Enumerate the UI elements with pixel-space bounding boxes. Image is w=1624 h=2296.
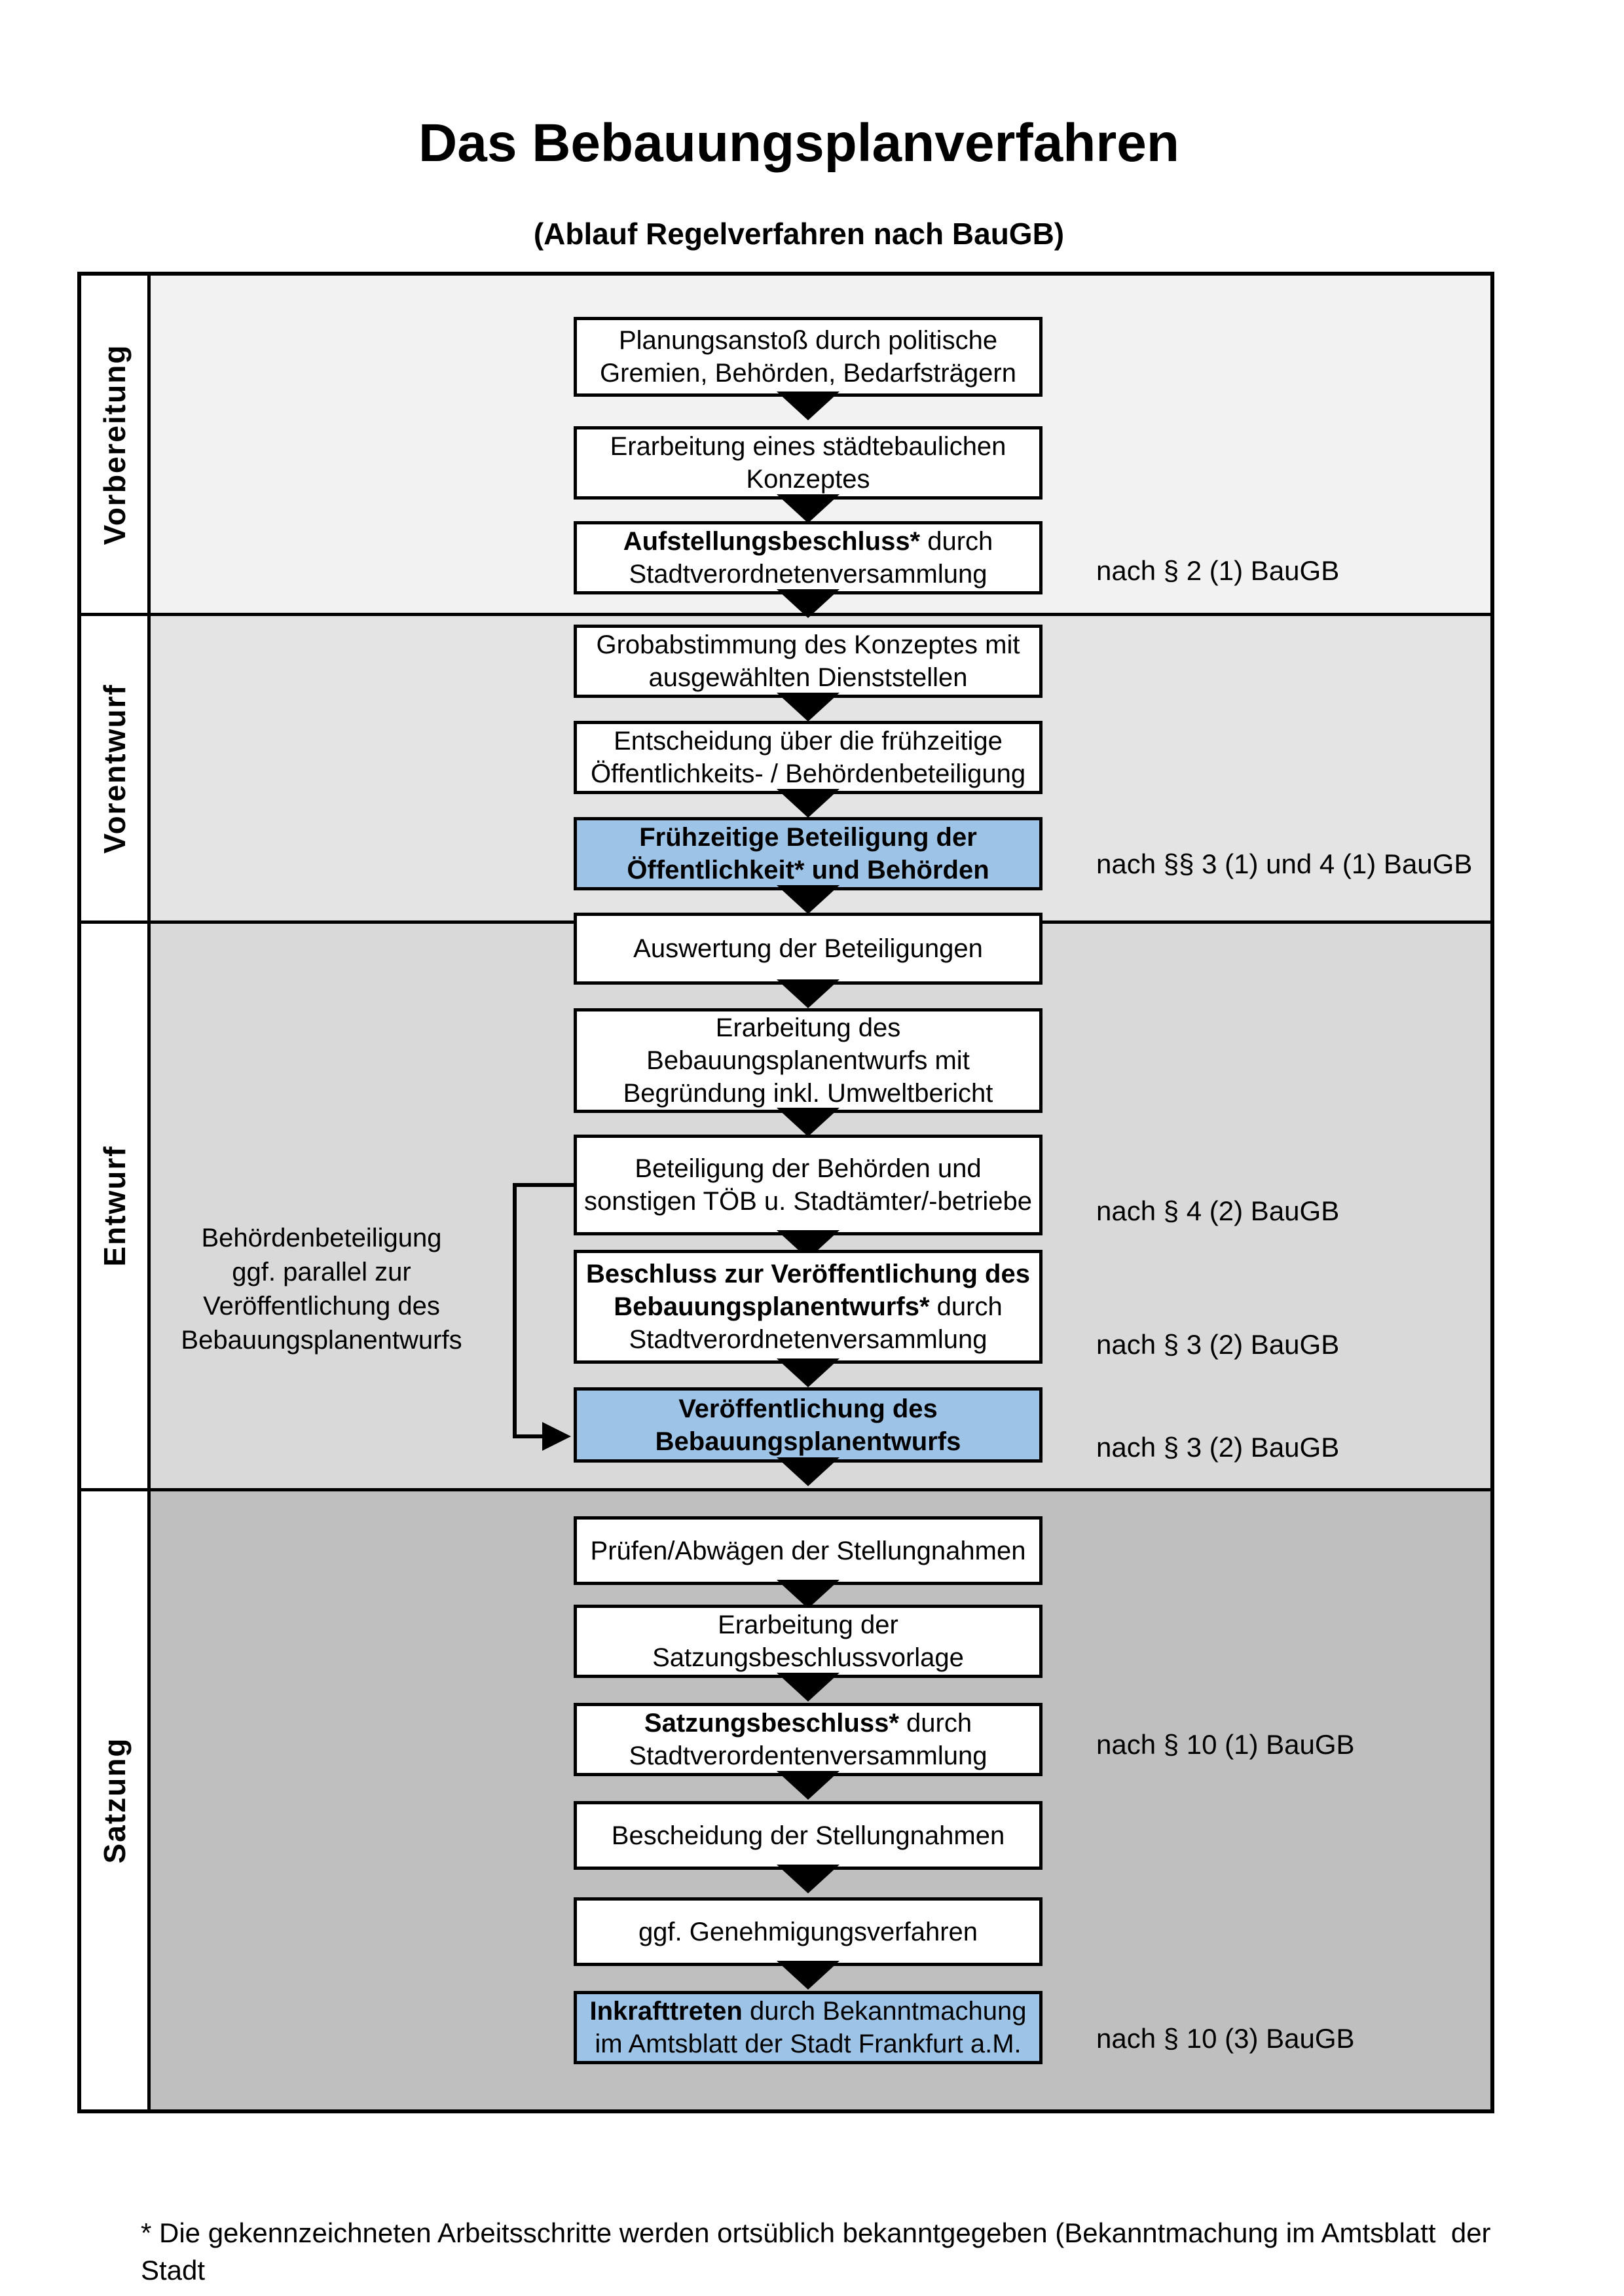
flow-box-pruefen-abwaegen: Prüfen/Abwägen der Stellungnahmen	[574, 1516, 1043, 1585]
flow-box-text: Planungsanstoß durch politische	[618, 326, 998, 355]
flow-box-text: Aufstellungsbeschluss* durch	[623, 527, 993, 556]
flow-arrow-down-icon	[777, 1457, 840, 1486]
flow-box-text: ggf. Genehmigungsverfahren	[638, 1917, 978, 1946]
flow-box-text: Stadtverordnetenversammlung	[629, 1325, 987, 1354]
side-note-line: Behördenbeteiligung	[201, 1224, 442, 1252]
flow-arrow-down-icon	[777, 494, 840, 523]
connector-line-bottom	[513, 1434, 544, 1438]
flow-arrow-down-icon	[777, 789, 840, 818]
page-subtitle: (Ablauf Regelverfahren nach BauGB)	[533, 217, 1065, 251]
legal-ref: nach § 3 (2) BauGB	[1096, 1329, 1340, 1360]
legal-ref: nach § 4 (2) BauGB	[1096, 1195, 1340, 1226]
flow-box-text: Erarbeitung des	[715, 1013, 901, 1042]
flow-box-text: Prüfen/Abwägen der Stellungnahmen	[590, 1536, 1026, 1565]
flow-arrow-down-icon	[777, 885, 840, 914]
flow-box-text: Satzungsbeschluss* durch	[644, 1709, 972, 1738]
legal-ref: nach §§ 3 (1) und 4 (1) BauGB	[1096, 848, 1473, 879]
flow-box-text: Stadtverordentenversammlung	[629, 1741, 987, 1770]
flow-box-text: Grobabstimmung des Konzeptes mit	[596, 630, 1020, 659]
flow-box-text: Bebauungsplanentwurfs	[655, 1427, 961, 1456]
flow-box-grobabstimmung: Grobabstimmung des Konzeptes mit ausgewäh…	[574, 625, 1043, 698]
flow-box-text: Bebauungsplanentwurfs mit	[646, 1046, 970, 1075]
side-note-line: Veröffentlichung des	[203, 1292, 440, 1321]
flow-box-text: Erarbeitung der	[718, 1611, 898, 1639]
footnote: * Die gekennzeichneten Arbeitsschritte w…	[141, 2140, 1516, 2296]
flow-arrow-down-icon	[777, 1771, 840, 1800]
flow-box-text: Veröffentlichung des	[678, 1394, 938, 1423]
connector-arrow-right-icon	[542, 1422, 571, 1451]
flow-box-text: Gremien, Behörden, Bedarfsträgern	[600, 359, 1016, 388]
diagram-frame: Vorbereitung Vorentwurf Entwurf Satzung …	[77, 272, 1494, 2113]
connector-line-top	[513, 1183, 574, 1187]
flow-arrow-down-icon	[777, 1865, 840, 1893]
flow-box-text: Frühzeitige Beteiligung der	[639, 823, 977, 852]
flow-box-text: Bescheidung der Stellungnahmen	[611, 1821, 1005, 1850]
flow-box-text: Erarbeitung eines städtebaulichen	[610, 432, 1006, 461]
flow-arrow-down-icon	[777, 1673, 840, 1702]
connector-line-vertical	[513, 1183, 517, 1438]
flow-arrow-down-icon	[777, 1108, 840, 1137]
flow-arrow-down-icon	[777, 1580, 840, 1609]
side-note-line: ggf. parallel zur	[232, 1258, 411, 1286]
flow-box-text: ausgewählten Dienststellen	[648, 663, 968, 692]
flow-box-text: Beschluss zur Veröffentlichung des	[586, 1260, 1030, 1288]
page-title: Das Bebauungsplanverfahren	[418, 113, 1179, 173]
footnote-line-1: * Die gekennzeichneten Arbeitsschritte w…	[141, 2217, 1499, 2286]
legal-ref: nach § 10 (3) BauGB	[1096, 2023, 1355, 2054]
flow-box-auswertung-beteiligungen: Auswertung der Beteiligungen	[574, 913, 1043, 985]
flow-arrow-down-icon	[777, 693, 840, 721]
phase-cell-vorbereitung: Vorbereitung	[81, 276, 151, 613]
flow-box-text: im Amtsblatt der Stadt Frankfurt a.M.	[595, 2030, 1022, 2058]
flow-arrow-down-icon	[777, 1961, 840, 1990]
flow-box-text: Satzungsbeschlussvorlage	[652, 1643, 964, 1672]
flow-arrow-down-icon	[777, 1358, 840, 1387]
flow-box-text: Konzeptes	[746, 465, 870, 494]
flow-arrow-down-icon	[777, 589, 840, 618]
legal-ref: nach § 10 (1) BauGB	[1096, 1729, 1355, 1760]
flow-box-text: Inkrafttreten durch Bekanntmachung	[589, 1997, 1027, 2026]
flow-arrow-down-icon	[777, 979, 840, 1008]
flow-box-text: Bebauungsplanentwurfs* durch	[614, 1292, 1003, 1321]
phase-cell-satzung: Satzung	[81, 1491, 151, 2109]
flow-box-text: Entscheidung über die frühzeitige	[614, 727, 1003, 756]
flow-box-text: Stadtverordnetenversammlung	[629, 560, 987, 589]
phase-cell-vorentwurf: Vorentwurf	[81, 616, 151, 920]
flow-box-inkrafttreten: Inkrafttreten durch Bekanntmachung im Amt…	[574, 1991, 1043, 2064]
flow-box-genehmigungsverfahren: ggf. Genehmigungsverfahren	[574, 1897, 1043, 1966]
phase-cell-entwurf: Entwurf	[81, 924, 151, 1488]
flow-box-text: Öffentlichkeits- / Behördenbeteiligung	[590, 759, 1026, 788]
legal-ref: nach § 2 (1) BauGB	[1096, 555, 1340, 586]
flow-box-bescheidung-stellungnahmen: Bescheidung der Stellungnahmen	[574, 1801, 1043, 1870]
legal-ref: nach § 3 (2) BauGB	[1096, 1432, 1340, 1463]
flow-arrow-down-icon	[777, 392, 840, 420]
flow-box-text: Öffentlichkeit* und Behörden	[627, 856, 989, 884]
flow-box-beteiligung-behoerden-toeb: Beteiligung der Behörden und sonstigen TÖ…	[574, 1135, 1043, 1235]
side-note-line: Bebauungsplanentwurfs	[181, 1326, 462, 1355]
flow-box-text: sonstigen TÖB u. Stadtämter/-betriebe	[583, 1187, 1033, 1216]
flow-box-text: Auswertung der Beteiligungen	[633, 934, 983, 963]
flow-box-text: Beteiligung der Behörden und	[635, 1154, 982, 1183]
flow-box-text: Begründung inkl. Umweltbericht	[623, 1079, 993, 1108]
